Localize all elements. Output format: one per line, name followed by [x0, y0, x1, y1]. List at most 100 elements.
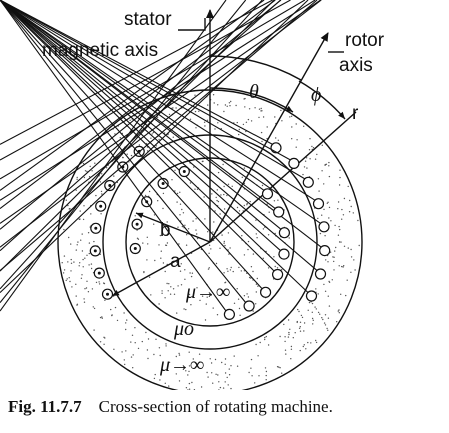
stipple-dot [221, 361, 223, 364]
stipple-dot [264, 336, 266, 339]
stipple-dot [223, 272, 225, 274]
stipple-dot [218, 381, 220, 383]
stipple-dot [238, 128, 240, 131]
stipple-dot [302, 345, 304, 348]
stipple-dot [265, 379, 267, 381]
stipple-dot [76, 304, 78, 306]
stipple-dot [167, 133, 169, 136]
stipple-dot [218, 389, 220, 390]
stipple-dot [296, 321, 298, 324]
stipple-dot [255, 343, 257, 346]
stipple-dot [99, 316, 102, 319]
stipple-dot [334, 250, 336, 252]
stipple-dot [276, 366, 279, 368]
stipple-dot [166, 242, 169, 244]
stipple-dot [175, 373, 177, 375]
stipple-dot [188, 365, 191, 367]
stipple-dot [266, 203, 268, 205]
stipple-dot [184, 224, 186, 226]
stipple-dot [130, 356, 133, 358]
stipple-dot [228, 368, 230, 370]
stipple-dot [307, 341, 309, 344]
stipple-dot [354, 269, 356, 271]
stipple-dot [247, 240, 250, 243]
stipple-dot [236, 206, 239, 209]
stipple-dot [125, 328, 127, 331]
stipple-dot [176, 201, 178, 203]
stipple-dot [63, 255, 66, 257]
stipple-dot [100, 213, 102, 215]
stipple-dot [223, 110, 225, 113]
stipple-dot [334, 224, 336, 227]
stipple-dot [130, 154, 133, 157]
stipple-dot [298, 327, 301, 329]
stipple-dot [176, 261, 178, 264]
stipple-dot [289, 116, 291, 118]
rotor-conductor-dot [131, 218, 143, 230]
stipple-dot [224, 358, 227, 360]
stipple-dot [158, 303, 160, 305]
stipple-dot [278, 366, 280, 368]
stipple-dot [193, 166, 195, 168]
stipple-dot [303, 330, 305, 332]
stipple-dot [176, 192, 179, 195]
stipple-dot [211, 372, 213, 374]
stipple-dot [328, 165, 330, 167]
stipple-dot [81, 250, 84, 252]
stipple-dot [308, 301, 311, 304]
stipple-dot [185, 387, 188, 389]
stipple-dot [304, 160, 307, 162]
stipple-dot [204, 319, 207, 321]
stipple-dot [217, 171, 220, 174]
stipple-dot [287, 336, 290, 338]
stipple-dot [226, 194, 228, 197]
stipple-dot [245, 130, 247, 133]
stipple-dot [264, 338, 266, 341]
stipple-dot [137, 347, 140, 350]
stipple-dot [268, 211, 270, 213]
stipple-dot [75, 249, 78, 251]
stipple-dot [279, 367, 281, 369]
stipple-dot [207, 104, 209, 106]
stipple-dot [324, 235, 326, 237]
stipple-dot [328, 305, 331, 307]
stipple-dot [252, 310, 254, 312]
stipple-dot [229, 105, 231, 107]
stipple-dot [280, 109, 282, 112]
stipple-dot [81, 274, 83, 276]
stipple-dot [187, 374, 189, 376]
stipple-dot [306, 167, 308, 169]
stipple-dot [232, 270, 234, 273]
stipple-dot [83, 205, 85, 207]
stipple-dot [181, 208, 183, 211]
stipple-dot [343, 197, 346, 200]
stipple-dot [317, 217, 319, 220]
stipple-dot [201, 160, 204, 163]
stipple-dot [165, 343, 167, 345]
conductor-layer [0, 0, 331, 320]
stipple-dot [98, 283, 101, 285]
stipple-dot [164, 297, 166, 299]
stipple-dot [210, 362, 213, 364]
stipple-dot [331, 279, 333, 281]
rotor-conductor-cross [0, 0, 290, 260]
stipple-dot [264, 367, 267, 369]
stipple-dot [317, 311, 320, 314]
stipple-dot [284, 340, 286, 343]
stator-label-leader [178, 18, 206, 31]
stipple-dot [328, 280, 330, 283]
stipple-dot [338, 241, 341, 243]
stipple-dot [335, 246, 337, 249]
stipple-dot [114, 133, 116, 135]
phi-label: ϕ [311, 84, 321, 106]
stipple-dot [201, 295, 204, 297]
stipple-dot [290, 358, 292, 360]
stipple-dot [178, 352, 180, 355]
stipple-dot [226, 376, 228, 379]
stipple-dot [158, 347, 161, 349]
stipple-dot [265, 335, 267, 338]
stipple-dot [79, 262, 81, 264]
rotor-axis [209, 32, 329, 243]
stipple-dot [336, 321, 338, 323]
stipple-dot [207, 231, 209, 233]
